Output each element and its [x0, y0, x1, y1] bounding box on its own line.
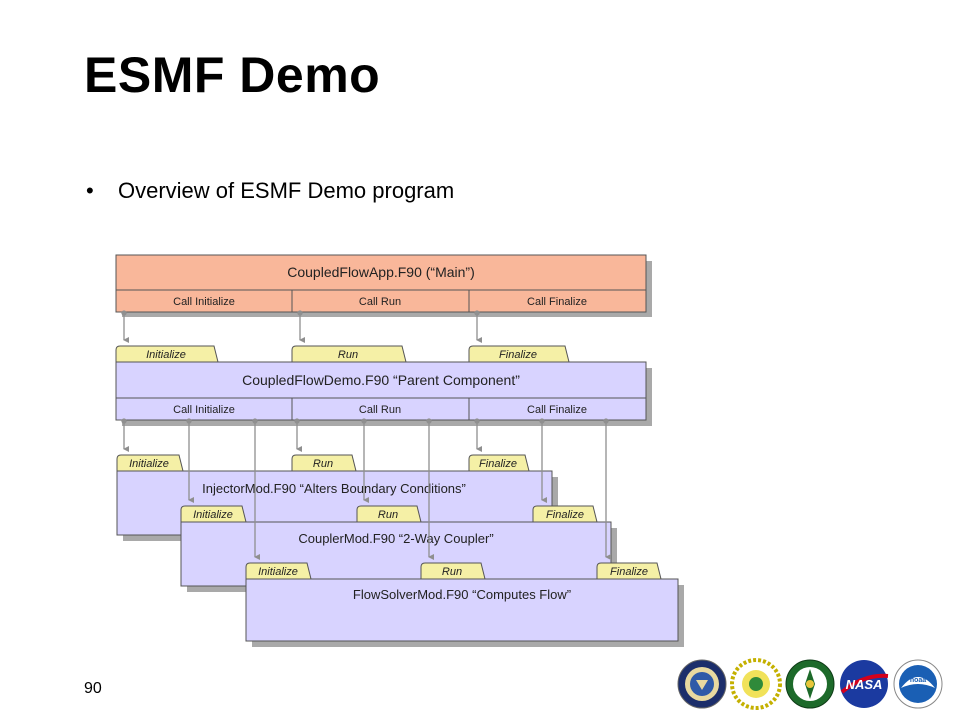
bullet-text: Overview of ESMF Demo program	[118, 178, 455, 203]
flowsolver-tab-initialize: Initialize	[258, 566, 298, 578]
parent-component: Initialize Run Finalize CoupledFlowDemo.…	[115, 345, 652, 426]
flowsolver-component: Initialize Run Finalize FlowSolverMod.F9…	[245, 562, 684, 647]
page-number: 90	[84, 680, 102, 697]
slide-title: ESMF Demo	[84, 47, 381, 103]
flowsolver-title: FlowSolverMod.F90 “Computes Flow”	[353, 587, 571, 602]
parent-call-run: Call Run	[359, 404, 401, 416]
main-call-finalize: Call Finalize	[527, 296, 587, 308]
doe-logo-icon	[785, 659, 835, 709]
parent-call-initialize: Call Initialize	[173, 404, 235, 416]
coupler-tab-initialize: Initialize	[193, 509, 233, 521]
main-component: CoupledFlowApp.F90 (“Main”) Call Initial…	[115, 254, 652, 317]
injector-tab-run: Run	[313, 458, 333, 470]
flowsolver-tab-run: Run	[442, 566, 462, 578]
main-call-initialize: Call Initialize	[173, 296, 235, 308]
coupler-title: CouplerMod.F90 “2-Way Coupler”	[298, 531, 493, 546]
dod-seal-icon	[677, 659, 727, 709]
nasa-logo-icon: NASA	[840, 660, 889, 708]
coupler-tab-run: Run	[378, 509, 398, 521]
parent-call-finalize: Call Finalize	[527, 404, 587, 416]
nsf-logo-icon	[730, 658, 782, 710]
call-arrows	[121, 310, 611, 560]
injector-tab-finalize: Finalize	[479, 458, 517, 470]
main-title: CoupledFlowApp.F90 (“Main”)	[287, 264, 475, 280]
bullet-item: • Overview of ESMF Demo program	[86, 178, 454, 204]
parent-tab-initialize: Initialize	[146, 349, 186, 361]
svg-text:NASA: NASA	[846, 677, 883, 692]
parent-tab-run: Run	[338, 349, 358, 361]
injector-tab-initialize: Initialize	[129, 458, 169, 470]
coupler-tab-finalize: Finalize	[546, 509, 584, 521]
flowsolver-tab-finalize: Finalize	[610, 566, 648, 578]
parent-title: CoupledFlowDemo.F90 “Parent Component”	[242, 372, 520, 388]
noaa-logo-icon: noaa	[893, 659, 943, 709]
svg-text:noaa: noaa	[910, 677, 926, 684]
bullet-icon: •	[86, 178, 94, 203]
main-call-run: Call Run	[359, 296, 401, 308]
injector-title: InjectorMod.F90 “Alters Boundary Conditi…	[202, 481, 466, 496]
parent-tab-finalize: Finalize	[499, 349, 537, 361]
